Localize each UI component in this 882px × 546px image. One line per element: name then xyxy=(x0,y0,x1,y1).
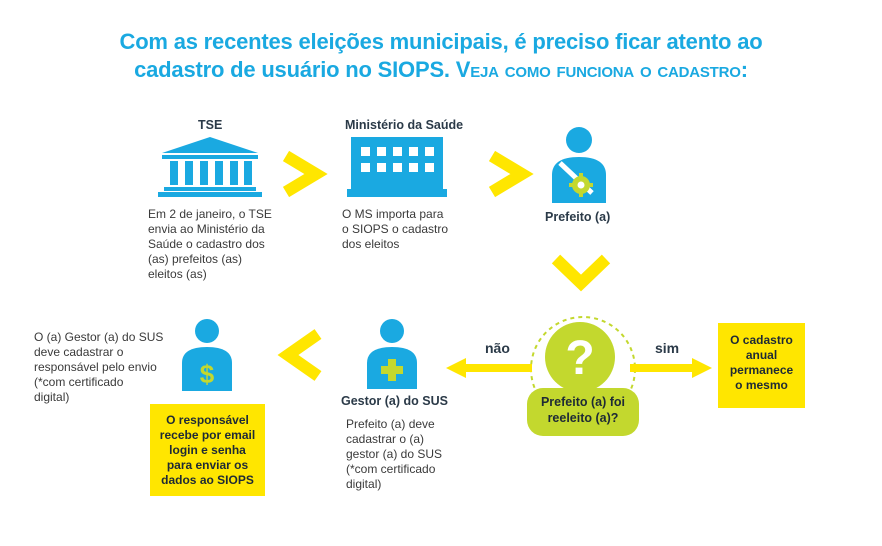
health-cross-person-icon xyxy=(367,319,417,389)
ms-description: O MS importa para o SIOPS o cadastro dos… xyxy=(342,207,449,251)
chevron-down-icon xyxy=(551,254,611,292)
yes-label: sim xyxy=(655,340,680,356)
chevron-right-icon xyxy=(282,150,328,198)
no-label: não xyxy=(485,340,510,356)
title-line-1: Com as recentes eleições municipais, é p… xyxy=(119,29,763,54)
responsavel-box: O responsável recebe por email login e s… xyxy=(150,404,265,496)
svg-text:?: ? xyxy=(565,332,594,385)
gestor-description: Prefeito (a) deve cadastrar o (a) gestor… xyxy=(346,417,443,491)
decision-box: Prefeito (a) foi reeleito (a)? xyxy=(527,388,639,436)
chevron-left-icon xyxy=(277,329,322,381)
office-building-icon xyxy=(347,137,447,197)
yes-result-box: O cadastro anual permanece o mesmo xyxy=(718,323,805,408)
title-emphasis: Veja como funciona o cadastro: xyxy=(455,57,748,82)
dollar-person-icon: $ xyxy=(182,319,232,391)
page-title: Com as recentes eleições municipais, é p… xyxy=(0,28,882,84)
gestor-note-description: O (a) Gestor (a) do SUS deve cadastrar o… xyxy=(34,330,164,404)
building-columns-icon xyxy=(158,137,262,197)
gestor-label: Gestor (a) do SUS xyxy=(341,394,448,408)
title-line-2: cadastro de usuário no SIOPS. Veja como … xyxy=(134,57,748,82)
chevron-right-icon xyxy=(488,150,534,198)
arrow-left-icon xyxy=(446,358,532,378)
arrow-right-icon xyxy=(630,358,712,378)
mayor-person-icon xyxy=(552,127,606,203)
question-icon: ? xyxy=(545,322,615,392)
ms-label: Ministério da Saúde xyxy=(345,118,464,132)
svg-text:$: $ xyxy=(200,359,215,389)
tse-description: Em 2 de janeiro, o TSE envia ao Ministér… xyxy=(148,207,272,281)
prefeito-label: Prefeito (a) xyxy=(545,210,611,224)
tse-label: TSE xyxy=(198,118,223,132)
